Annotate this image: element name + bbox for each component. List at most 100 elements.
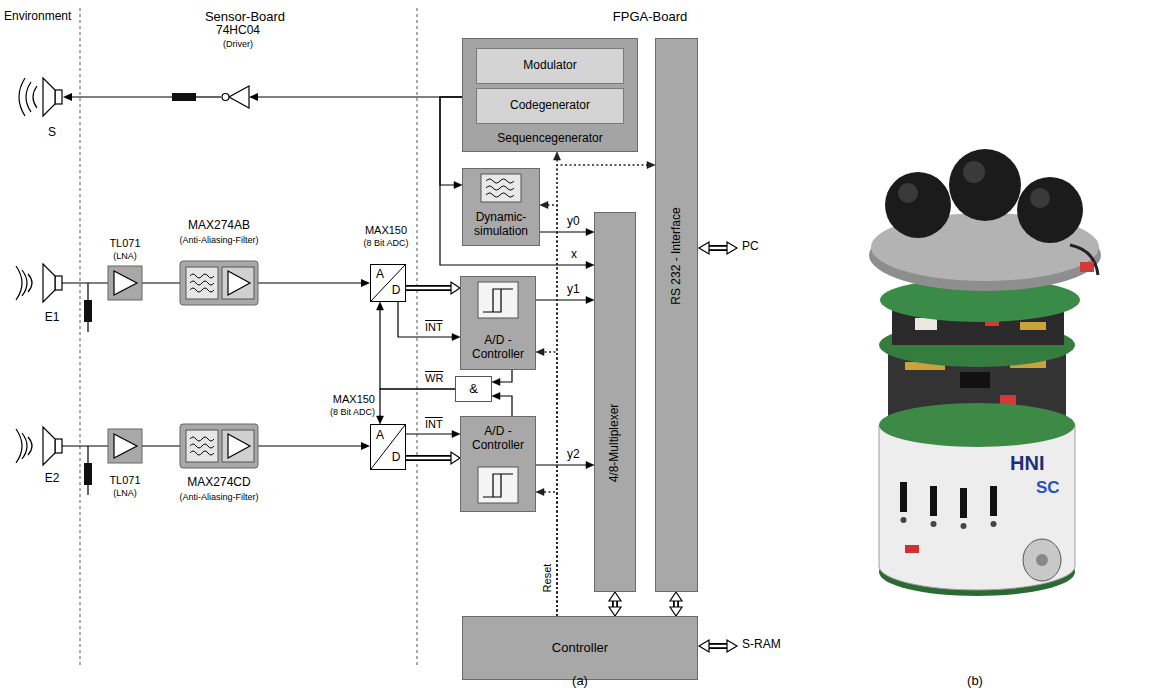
signal-connector <box>540 229 594 236</box>
arrow-head <box>609 592 621 601</box>
node-text: D <box>389 451 403 465</box>
receiver-chain-1 <box>87 322 88 332</box>
signal-label: Reset <box>541 557 555 599</box>
bus-line <box>612 601 618 607</box>
node-text: Sequencegenerator <box>466 130 634 148</box>
multiplexer-box: 4/8-Multiplexer <box>594 212 636 592</box>
arrow-head <box>536 489 544 496</box>
arrow-head <box>492 393 500 400</box>
receiver-chain-2 <box>190 437 214 455</box>
part-label: Sensor-Board <box>205 10 285 25</box>
part-label: (Driver) <box>223 39 253 49</box>
signal-connector <box>377 302 456 389</box>
bus-line <box>406 457 451 459</box>
part-label: (b) <box>967 674 983 689</box>
robot-photo <box>905 545 919 553</box>
codegenerator-box: Codegenerator <box>476 88 624 124</box>
signal-label: WR <box>424 372 444 385</box>
bus-connector <box>406 452 460 464</box>
simulation-box-symbol <box>486 179 514 197</box>
adc-controller-box-symbol <box>478 282 518 318</box>
part-label: (a) <box>572 674 588 689</box>
adc-controller-box-symbol <box>483 474 513 497</box>
robot-photo <box>901 517 907 523</box>
receiver-chain-2 <box>258 445 361 446</box>
receiver-chain-2 <box>222 430 254 462</box>
node-text: Dynamic- simulation <box>464 208 538 242</box>
node-text: Modulator <box>480 57 620 75</box>
speaker-symbol <box>55 90 62 104</box>
bus-connector <box>609 592 621 616</box>
bus-arrow <box>727 242 737 254</box>
connector-line <box>440 97 462 185</box>
robot-photo <box>915 318 937 330</box>
connector-line <box>536 464 586 465</box>
part-label: (8 Bit ADC) <box>363 238 408 248</box>
robot-photo <box>879 425 1075 590</box>
connector-line <box>540 231 586 232</box>
part-label: E1 <box>45 311 60 325</box>
robot-photo <box>1017 177 1083 243</box>
part-label: HNI <box>1010 452 1044 475</box>
sound-waves <box>22 433 27 459</box>
bus-arrow <box>699 640 709 652</box>
arrow-head <box>377 302 384 310</box>
control-connector <box>557 162 655 617</box>
receiver-chain-2 <box>62 424 370 495</box>
sequence-generator-box: Sequencegenerator ModulatorCodegenerator <box>462 38 638 152</box>
robot-photo <box>960 488 967 518</box>
part-label: MAX150 <box>365 224 407 237</box>
robot-photo <box>1080 262 1094 272</box>
simulation-box-symbol <box>481 174 521 202</box>
receiver-chain-1 <box>62 282 108 283</box>
robot-photo <box>900 482 907 512</box>
bus-arrow <box>708 245 728 251</box>
part-label: (LNA) <box>113 251 137 261</box>
robot-photo <box>869 149 1101 596</box>
modulator-box: Modulator <box>476 48 624 84</box>
part-label: SC <box>1036 478 1060 498</box>
arrow-head <box>670 607 682 616</box>
node-text: A/D - Controller <box>462 331 534 365</box>
bus-arrow <box>707 247 729 249</box>
control-connector <box>540 202 557 617</box>
receiver-chain-1 <box>142 282 180 283</box>
robot-photo <box>1023 539 1061 581</box>
node-text: 4/8-Multiplexer <box>605 333 625 553</box>
receiver-chain-2 <box>142 445 180 446</box>
board-separator <box>80 8 417 668</box>
sound-waves <box>19 78 25 116</box>
speaker-symbol <box>55 439 62 453</box>
signal-label: x <box>570 248 578 262</box>
control-connector <box>554 152 561 616</box>
connector-line <box>557 165 647 616</box>
driver-wire <box>196 96 221 97</box>
driver-wire <box>72 96 172 97</box>
robot-photo <box>1036 554 1048 566</box>
robot-photo <box>960 372 990 388</box>
receiver-chain-2 <box>62 445 108 446</box>
part-label: (Anti-Aliasing-Filter) <box>179 492 258 502</box>
node-text: A <box>373 268 387 282</box>
sound-waves <box>16 429 22 463</box>
simulation-box: Dynamic- simulation <box>462 168 540 246</box>
receiver-chain-2 <box>228 434 250 458</box>
node-text: A <box>373 429 387 443</box>
robot-photo <box>1030 188 1050 208</box>
part-label: S-RAM <box>742 638 781 652</box>
arrow-head <box>377 416 384 424</box>
bus-line <box>675 601 677 607</box>
arrow-head <box>586 229 594 236</box>
adc-controller-box-symbol <box>483 289 513 312</box>
arrow-head <box>451 282 460 294</box>
bus-line <box>614 601 616 607</box>
adc-controller-box: A/D - Controller <box>460 416 536 512</box>
adc-symbol-symbol <box>371 265 405 301</box>
robot-photo <box>1000 395 1016 405</box>
driver-symbol <box>222 94 229 101</box>
driver-symbol <box>63 86 258 108</box>
board-separator <box>417 8 418 668</box>
sound-waves <box>33 86 37 108</box>
signal-label: y2 <box>566 448 581 462</box>
arrow-head <box>554 152 561 160</box>
